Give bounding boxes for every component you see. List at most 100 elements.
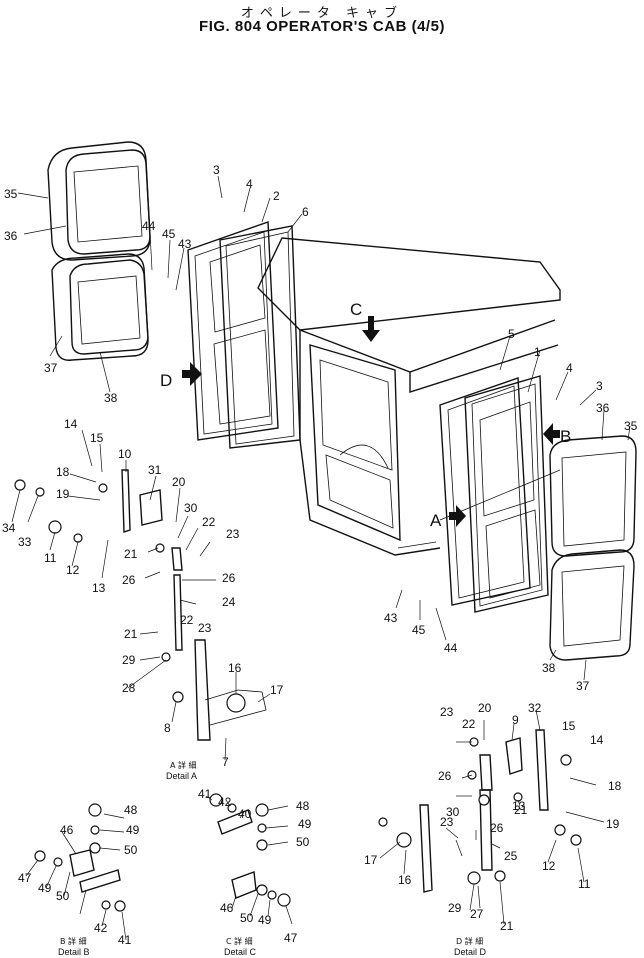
part-label: 43: [178, 237, 192, 251]
view-letter: D: [160, 371, 172, 390]
part-label: 13: [512, 799, 526, 813]
part-label: 28: [122, 681, 136, 695]
part-label: 36: [596, 401, 610, 415]
part-label: 33: [18, 535, 32, 549]
part-label: 45: [162, 227, 176, 241]
part-label: 45: [412, 623, 426, 637]
part-label: 12: [66, 563, 80, 577]
part-label: 32: [528, 701, 542, 715]
detail-caption-jp: C 詳 細: [226, 936, 253, 946]
part-label: 5: [508, 327, 515, 341]
part-label: 38: [542, 661, 556, 675]
view-letter: A: [430, 511, 442, 530]
part-label: 11: [578, 877, 591, 891]
part-label: 35: [4, 187, 18, 201]
part-label: 14: [590, 733, 604, 747]
part-label: 20: [172, 475, 186, 489]
leader-lines: [11, 175, 631, 941]
part-label: 44: [444, 641, 458, 655]
detail-caption: Detail B: [58, 947, 90, 957]
part-label: 23: [198, 621, 212, 635]
detail-caption-jp: A 詳 細: [170, 760, 197, 770]
part-label: 49: [38, 881, 52, 895]
part-label: 43: [384, 611, 398, 625]
part-label: 30: [184, 501, 198, 515]
detail-caption-jp: B 詳 細: [60, 936, 87, 946]
detail-caption: Detail D: [454, 947, 487, 957]
part-label: 44: [142, 219, 156, 233]
part-label: 8: [164, 721, 171, 735]
detail-d-parts: [378, 729, 582, 893]
part-label: 31: [148, 463, 162, 477]
part-label: 18: [608, 779, 622, 793]
part-label: 7: [222, 755, 229, 769]
part-label: 29: [448, 901, 462, 915]
part-label: 1: [534, 345, 541, 359]
part-label: 48: [296, 799, 310, 813]
part-label: 9: [512, 713, 519, 727]
part-label: 42: [94, 921, 108, 935]
detail-c-parts: [209, 793, 291, 907]
part-label: 21: [124, 627, 138, 641]
part-label: 17: [364, 853, 378, 867]
part-label: 15: [90, 431, 104, 445]
part-label: 27: [470, 907, 484, 921]
part-label: 35: [624, 419, 638, 433]
figure-title: FIG. 804 OPERATOR'S CAB (4/5): [199, 18, 445, 35]
part-label: 42: [218, 795, 232, 809]
detail-caption: Detail A: [166, 771, 197, 781]
part-label: 17: [270, 683, 284, 697]
view-arrows: [182, 316, 560, 527]
part-label: 40: [238, 807, 252, 821]
part-label: 16: [398, 873, 412, 887]
window-glass-right: [549, 435, 637, 661]
detail-caption-jp: D 詳 細: [456, 936, 483, 946]
part-label: 21: [514, 803, 528, 817]
part-label: 22: [202, 515, 216, 529]
part-label: 47: [284, 931, 298, 945]
part-label: 22: [462, 717, 476, 731]
arrow-b-icon: [543, 423, 560, 445]
detail-caption: Detail C: [224, 947, 257, 957]
part-label: 48: [124, 803, 138, 817]
part-label: 4: [566, 361, 573, 375]
part-label: 34: [2, 521, 16, 535]
part-label: 50: [56, 889, 70, 903]
japanese-title: オペレータ キャブ: [240, 6, 404, 21]
part-label: 3: [596, 379, 603, 393]
part-label: 2: [273, 189, 280, 203]
part-label: 46: [220, 901, 234, 915]
part-label: 14: [64, 417, 78, 431]
part-label: 26: [222, 571, 236, 585]
part-label: 26: [122, 573, 136, 587]
part-label: 23: [226, 527, 240, 541]
part-label: 46: [60, 823, 74, 837]
right-door: [439, 375, 549, 613]
part-label: 30: [446, 805, 460, 819]
arrow-c-icon: [362, 316, 380, 342]
part-label: 47: [18, 871, 32, 885]
view-letters: C D A B: [160, 300, 571, 530]
part-label: 13: [92, 581, 106, 595]
part-label: 49: [258, 913, 272, 927]
part-label: 18: [56, 465, 70, 479]
part-label: 15: [562, 719, 576, 733]
part-label: 21: [124, 547, 138, 561]
arrow-d-icon: [182, 362, 202, 386]
detail-captions: A 詳 細 Detail A B 詳 細 Detail B C 詳 細 Deta…: [58, 760, 487, 957]
part-label: 36: [4, 229, 18, 243]
view-letter: B: [560, 427, 571, 446]
part-label: 16: [228, 661, 242, 675]
left-door: [187, 221, 301, 449]
part-label: 21: [500, 919, 514, 933]
part-label: 41: [118, 933, 132, 947]
part-label: 23: [440, 705, 454, 719]
part-label: 23: [440, 815, 454, 829]
part-label: 37: [576, 679, 590, 693]
part-label: 38: [104, 391, 118, 405]
part-label: 19: [606, 817, 620, 831]
detail-b-parts: [34, 803, 126, 912]
part-label: 50: [240, 911, 254, 925]
